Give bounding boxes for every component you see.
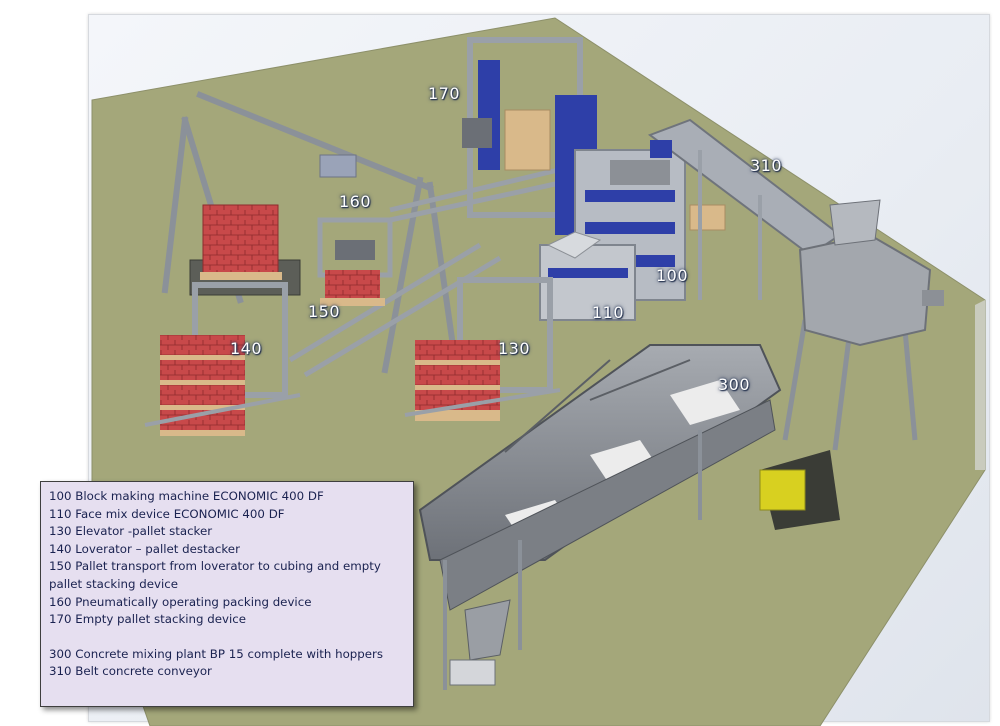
brick-cube-top [189,204,301,296]
legend-item-140: 140 Loverator – pallet destacker [49,541,240,556]
legend-item-150: 150 Pallet transport from loverator to c… [49,559,381,574]
motor [759,469,806,511]
concrete-mixer [782,199,944,451]
callout-140: 140 [230,339,263,358]
legend-box: 100 Block making machine ECONOMIC 400 DF… [40,481,414,707]
device-160 [317,217,393,306]
device-110 [539,231,636,321]
legend-item-130: 130 Elevator -pallet stacker [49,524,213,539]
crane-trolley [319,154,357,178]
device-140 [144,282,301,436]
legend-item-110: 110 Face mix device ECONOMIC 400 DF [49,506,285,521]
callout-100: 100 [656,266,689,285]
callout-130: 130 [498,339,531,358]
legend-item-170: 170 Empty pallet stacking device [49,612,247,627]
legend-item-310: 310 Belt concrete conveyor [49,664,212,679]
legend-item-150-cont: pallet stacking device [49,576,178,591]
legend-item-160: 160 Pneumatically operating packing devi… [49,594,312,609]
callout-170: 170 [428,84,461,103]
callout-300: 300 [718,375,751,394]
callout-150: 150 [308,302,341,321]
legend-spacer [49,629,405,646]
callout-160: 160 [339,192,372,211]
callout-310: 310 [750,156,783,175]
legend-item-100: 100 Block making machine ECONOMIC 400 DF [49,489,324,503]
floor-edge [975,300,985,470]
device-310 [647,118,842,300]
device-300 [418,344,782,690]
device-130 [404,277,561,421]
legend-item-300: 300 Concrete mixing plant BP 15 complete… [49,646,384,661]
callout-110: 110 [592,303,625,322]
